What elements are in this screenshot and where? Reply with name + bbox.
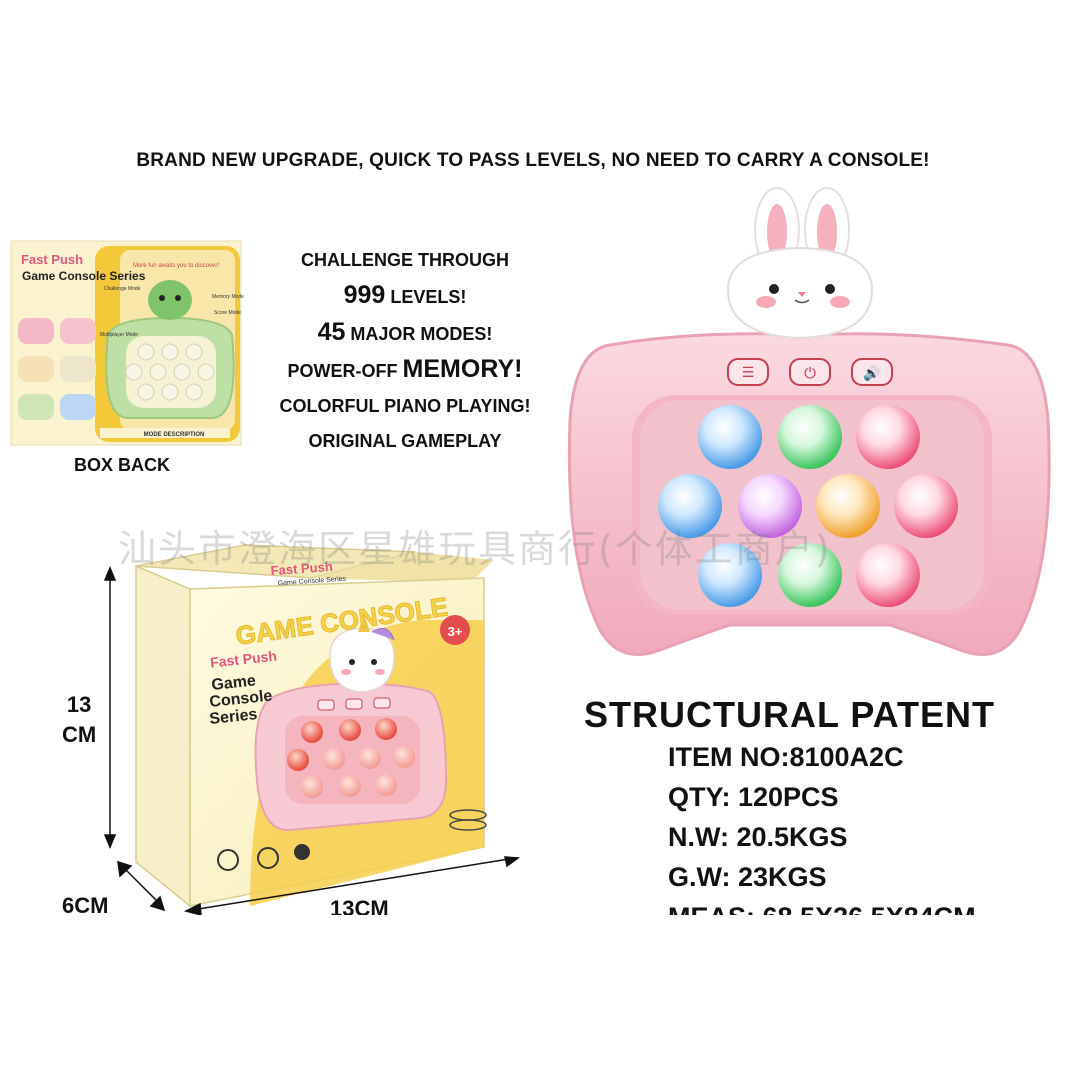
item-number: ITEM NO:8100A2C bbox=[668, 742, 904, 772]
bubble-button bbox=[816, 474, 880, 538]
patent-title: STRUCTURAL PATENT bbox=[584, 694, 995, 735]
power-icon: ⏻ bbox=[804, 365, 816, 382]
feature-list: CHALLENGE THROUGH 999 LEVELS! 45 MAJOR M… bbox=[250, 243, 560, 459]
memory-text: POWER-OFF bbox=[287, 361, 403, 381]
back-series: Game Console Series bbox=[22, 269, 146, 283]
bubble-button bbox=[894, 474, 958, 538]
menu-button bbox=[727, 358, 769, 386]
bubble-button bbox=[738, 474, 802, 538]
spec-block: STRUCTURAL PATENT ITEM NO:8100A2C QTY: 1… bbox=[584, 693, 995, 937]
feature-piano: COLORFUL PIANO PLAYING! bbox=[279, 396, 531, 416]
bottom-blank-area bbox=[0, 915, 1066, 1066]
bubble-button bbox=[698, 405, 762, 469]
back-mode-2: Memory Mode bbox=[212, 294, 244, 300]
modes-text: MAJOR MODES! bbox=[345, 324, 493, 344]
power-button bbox=[789, 358, 831, 386]
depth-dimension: 6CM bbox=[62, 893, 109, 918]
eye-icon bbox=[217, 849, 239, 871]
speaker-icon: 🔊 bbox=[863, 364, 880, 382]
back-brand: Fast Push bbox=[21, 252, 83, 267]
feature-modes: 45 MAJOR MODES! bbox=[250, 315, 560, 352]
bubble-button bbox=[856, 543, 920, 607]
watermark: 汕头市澄海区星雄玩具商行(个体工商户) bbox=[118, 527, 832, 571]
box-series-line2: Console bbox=[209, 687, 274, 711]
dimension-arrows bbox=[103, 566, 521, 917]
box-top-brand: Fast Push bbox=[270, 559, 333, 578]
gross-weight: G.W: 23KGS bbox=[668, 862, 827, 892]
modes-count: 45 bbox=[317, 318, 346, 346]
box-series-line1: Game bbox=[211, 672, 257, 694]
memory-big: MEMORY! bbox=[402, 355, 523, 383]
levels-text: LEVELS! bbox=[385, 287, 467, 307]
box-brand: Fast Push bbox=[209, 648, 277, 671]
bubble-button bbox=[698, 543, 762, 607]
back-tagline: More fun awaits you to discover! bbox=[133, 263, 219, 269]
bubble-grid bbox=[658, 405, 958, 607]
height-dimension: 13 CM bbox=[62, 690, 96, 750]
back-footer: MODE DESCRIPTION bbox=[144, 432, 205, 438]
quantity: QTY: 120PCS bbox=[668, 782, 839, 812]
age-badge: 3+ bbox=[448, 624, 463, 639]
back-mode-3: Multiplayer Mode bbox=[100, 332, 138, 338]
back-mode-1: Challenge Mode bbox=[104, 286, 141, 292]
bubble-button bbox=[658, 474, 722, 538]
feature-levels: 999 LEVELS! bbox=[250, 278, 560, 315]
box-back-label: BOX BACK bbox=[74, 455, 171, 475]
feature-levels-title: CHALLENGE THROUGH bbox=[301, 250, 509, 270]
bubble-button bbox=[856, 405, 920, 469]
net-weight: N.W: 20.5KGS bbox=[668, 822, 848, 852]
pink-console: ☰ ⏻ 🔊 bbox=[567, 187, 1051, 656]
box-back-thumbnail bbox=[10, 240, 242, 446]
bubble-button bbox=[778, 543, 842, 607]
menu-icon: ☰ bbox=[742, 364, 755, 380]
family-icon bbox=[294, 844, 310, 860]
bubble-button bbox=[778, 405, 842, 469]
box-series-line3: Series bbox=[209, 706, 259, 728]
feature-gameplay: ORIGINAL GAMEPLAY bbox=[308, 431, 502, 451]
box-front bbox=[135, 544, 494, 908]
bunny-head bbox=[726, 187, 874, 340]
sound-button bbox=[851, 358, 893, 386]
feature-memory: POWER-OFF MEMORY! bbox=[250, 352, 560, 389]
box-top-series: Game Console Series bbox=[277, 576, 346, 588]
brain-icon bbox=[257, 847, 279, 869]
height-unit: CM bbox=[62, 722, 97, 747]
levels-count: 999 bbox=[343, 281, 386, 309]
headline: BRAND NEW UPGRADE, QUICK TO PASS LEVELS,… bbox=[136, 150, 930, 171]
height-value: 13 bbox=[66, 692, 92, 717]
back-mode-4: Score Mode bbox=[214, 310, 241, 316]
